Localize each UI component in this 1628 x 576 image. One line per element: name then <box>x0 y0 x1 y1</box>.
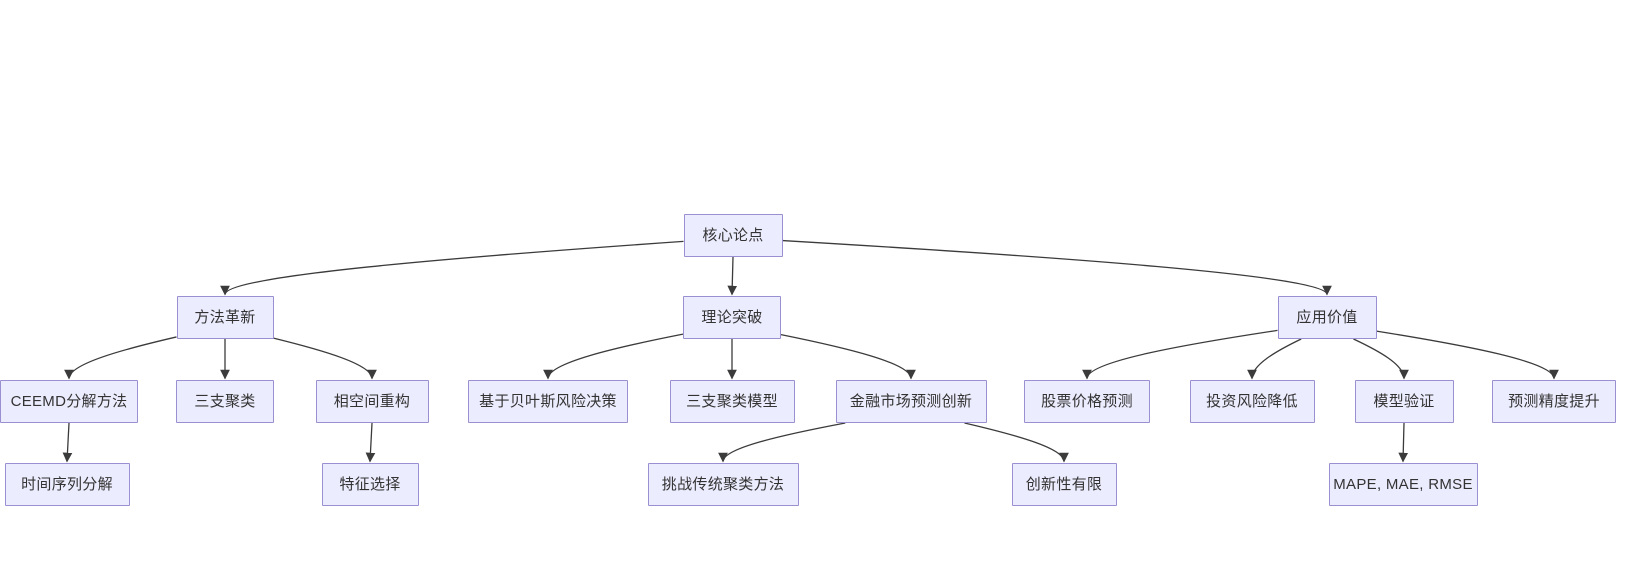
edge-finance-to-challenge <box>718 422 846 463</box>
node-label: MAPE, MAE, RMSE <box>1333 476 1473 493</box>
node-ceemd: CEEMD分解方法 <box>0 380 138 423</box>
node-label: 股票价格预测 <box>1041 393 1133 410</box>
node-label: 方法革新 <box>194 309 256 326</box>
node-label: 相空间重构 <box>333 393 411 410</box>
edge-phase-space-to-feature <box>365 422 376 463</box>
edge-application-to-precision <box>1376 330 1559 380</box>
edge-method-to-ceemd <box>64 336 177 380</box>
edge-core-to-theory <box>727 256 738 296</box>
node-label: 理论突破 <box>701 309 763 326</box>
node-stock: 股票价格预测 <box>1024 380 1150 423</box>
node-three-way-model: 三支聚类模型 <box>669 380 795 423</box>
node-label: 金融市场预测创新 <box>849 393 973 410</box>
node-label: 特征选择 <box>339 476 401 493</box>
edge-method-to-phase-space <box>273 337 377 380</box>
node-label: 投资风险降低 <box>1206 393 1298 410</box>
node-application: 应用价值 <box>1277 296 1377 339</box>
node-label: 核心论点 <box>702 227 764 244</box>
node-core: 核心论点 <box>683 214 783 257</box>
node-bayes: 基于贝叶斯风险决策 <box>468 380 628 423</box>
node-precision: 预测精度提升 <box>1492 380 1616 423</box>
edge-theory-to-bayes <box>543 333 684 380</box>
node-label: CEEMD分解方法 <box>10 393 128 410</box>
node-theory: 理论突破 <box>683 296 781 339</box>
edge-group <box>62 239 1559 463</box>
node-phase-space: 相空间重构 <box>315 380 429 423</box>
edge-ceemd-to-ts-decomp <box>62 422 73 463</box>
node-label: 时间序列分解 <box>21 476 113 493</box>
edge-core-to-application <box>782 239 1332 296</box>
node-method: 方法革新 <box>176 296 274 339</box>
edge-application-to-risk <box>1247 338 1302 380</box>
node-label: 三支聚类 <box>194 393 256 410</box>
node-label: 预测精度提升 <box>1508 393 1600 410</box>
node-label: 应用价值 <box>1296 309 1358 326</box>
node-novelty: 创新性有限 <box>1011 463 1117 506</box>
edge-finance-to-novelty <box>964 422 1069 463</box>
node-label: 三支聚类模型 <box>686 393 778 410</box>
node-feature: 特征选择 <box>321 463 419 506</box>
node-three-way: 三支聚类 <box>176 380 274 423</box>
edge-core-to-method <box>220 240 684 296</box>
node-validation: 模型验证 <box>1354 380 1454 423</box>
node-label: 模型验证 <box>1373 393 1435 410</box>
edge-application-to-validation <box>1353 338 1409 380</box>
node-metrics: MAPE, MAE, RMSE <box>1328 463 1478 506</box>
edge-application-to-stock <box>1082 329 1278 380</box>
edge-theory-to-finance <box>780 333 916 380</box>
node-finance: 金融市场预测创新 <box>835 380 987 423</box>
node-challenge: 挑战传统聚类方法 <box>647 463 799 506</box>
node-label: 挑战传统聚类方法 <box>661 476 785 493</box>
edge-validation-to-metrics <box>1398 422 1409 463</box>
node-label: 创新性有限 <box>1025 476 1103 493</box>
node-risk: 投资风险降低 <box>1189 380 1315 423</box>
node-ts-decomp: 时间序列分解 <box>4 463 130 506</box>
node-label: 基于贝叶斯风险决策 <box>479 393 617 410</box>
